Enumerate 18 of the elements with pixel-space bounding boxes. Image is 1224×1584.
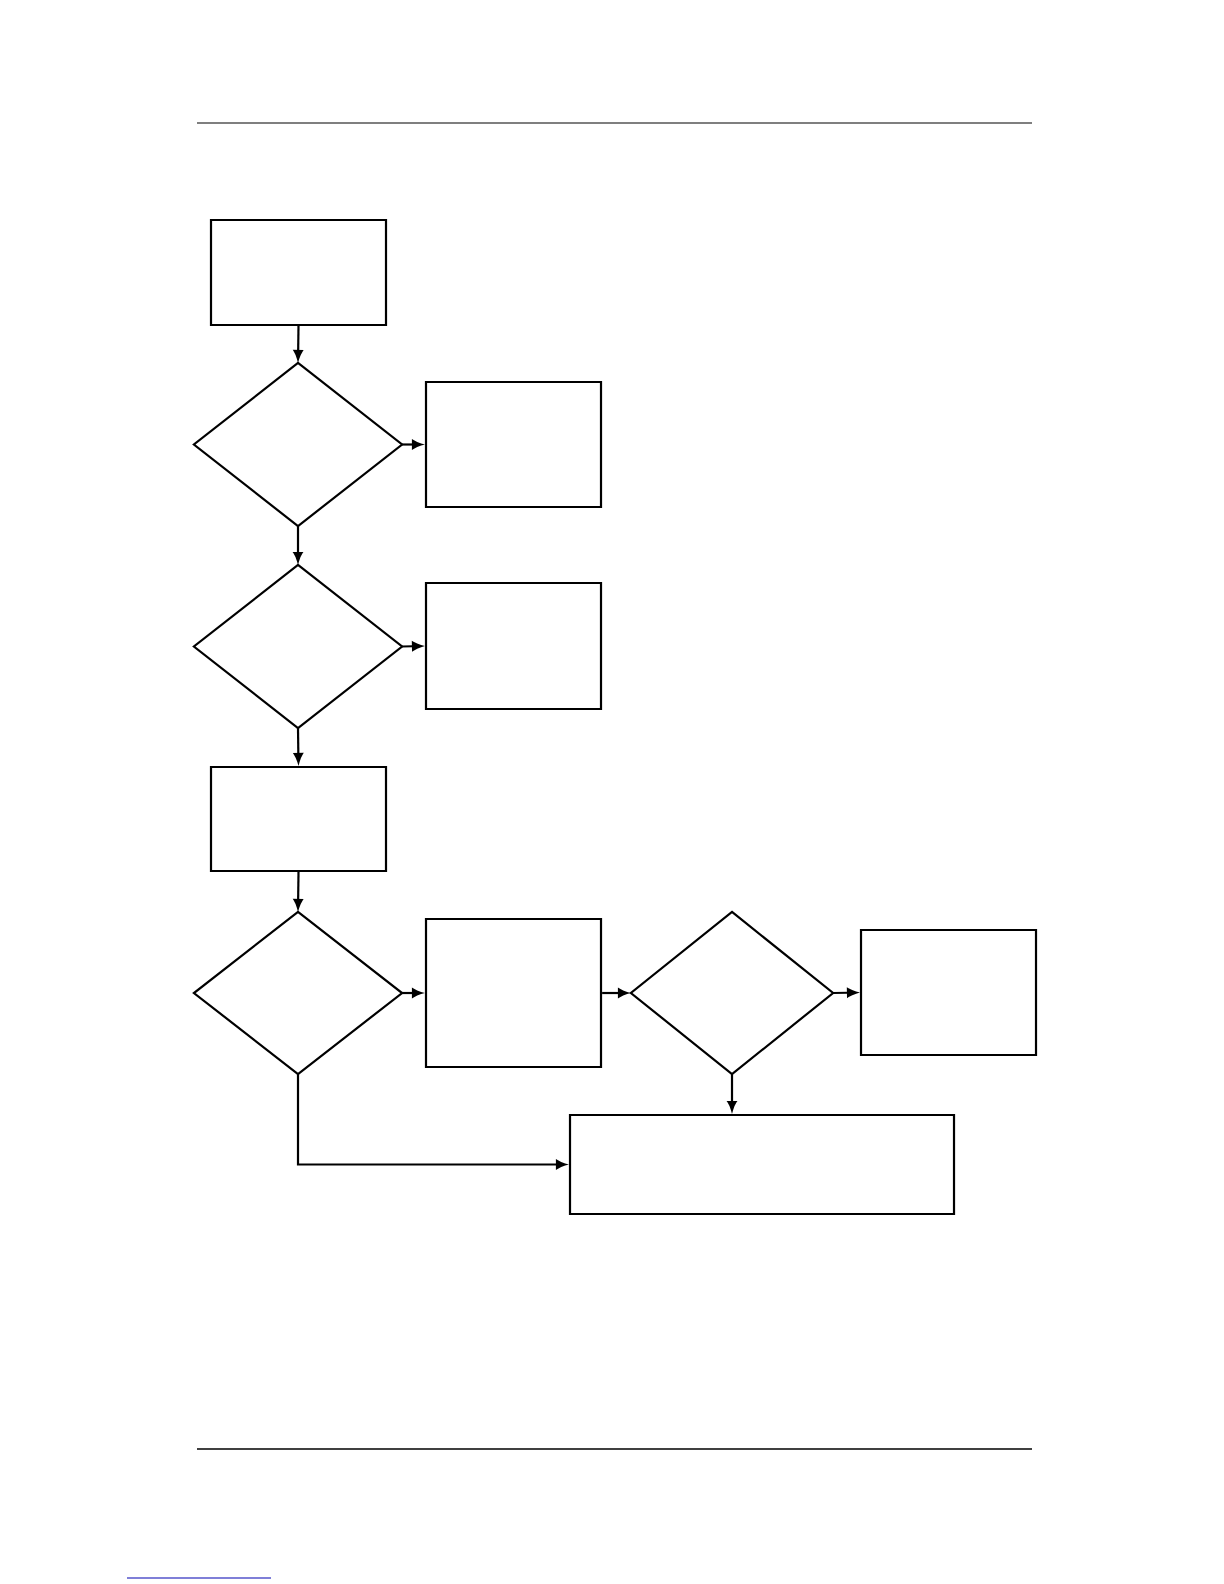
process-box: [209, 765, 388, 873]
arrow: [602, 988, 628, 998]
process-box: [424, 917, 603, 1069]
process-box: [209, 218, 388, 327]
process-box: [859, 928, 1038, 1057]
decision-diamond: [192, 910, 404, 1076]
decision-diamond: [192, 361, 404, 528]
arrow: [293, 326, 303, 360]
process-box: [424, 581, 603, 711]
arrow: [727, 1074, 737, 1111]
process-box: [424, 380, 603, 509]
decision-diamond: [629, 910, 835, 1076]
arrow: [402, 641, 422, 651]
decision-diamond: [192, 563, 404, 730]
arrow: [402, 988, 422, 998]
arrow: [293, 872, 303, 909]
arrow: [293, 526, 303, 562]
process-box: [568, 1113, 956, 1216]
